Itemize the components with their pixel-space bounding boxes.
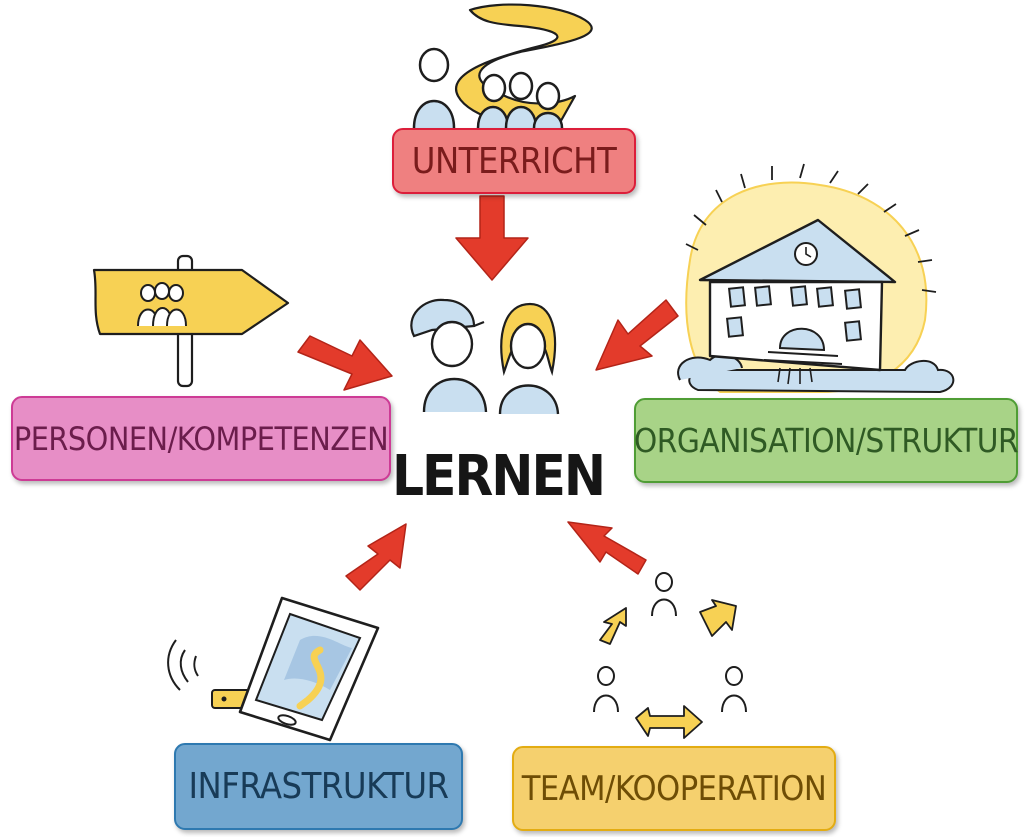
label-unterricht: UNTERRICHT bbox=[411, 140, 617, 182]
label-team-kooperation: TEAM/KOOPERATION bbox=[521, 768, 827, 809]
arrow-bottom-left bbox=[345, 523, 407, 591]
school-building-icon bbox=[677, 163, 955, 394]
label-personen-kompetenzen: PERSONEN/KOMPETENZEN bbox=[13, 419, 389, 458]
box-infrastruktur: INFRASTRUKTUR bbox=[174, 743, 463, 830]
path-and-group-icon bbox=[412, 3, 593, 129]
arrow-right bbox=[595, 299, 679, 371]
signpost-group-icon bbox=[92, 254, 290, 388]
label-infrastruktur: INFRASTRUKTUR bbox=[188, 766, 449, 807]
box-personen-kompetenzen: PERSONEN/KOMPETENZEN bbox=[11, 396, 391, 481]
label-organisation-struktur: ORGANISATION/STRUKTUR bbox=[633, 421, 1019, 460]
arrow-bottom-right bbox=[567, 521, 647, 575]
tablet-router-icon bbox=[167, 596, 380, 742]
arrow-left bbox=[297, 335, 393, 391]
center-label-lernen: LERNEN bbox=[391, 443, 606, 509]
box-organisation-struktur: ORGANISATION/STRUKTUR bbox=[633, 398, 1019, 483]
box-team-kooperation: TEAM/KOOPERATION bbox=[512, 746, 836, 831]
team-cycle-icon bbox=[593, 572, 747, 739]
box-unterricht: UNTERRICHT bbox=[392, 128, 636, 194]
learners-icon bbox=[410, 298, 560, 415]
arrow-top bbox=[455, 195, 529, 281]
